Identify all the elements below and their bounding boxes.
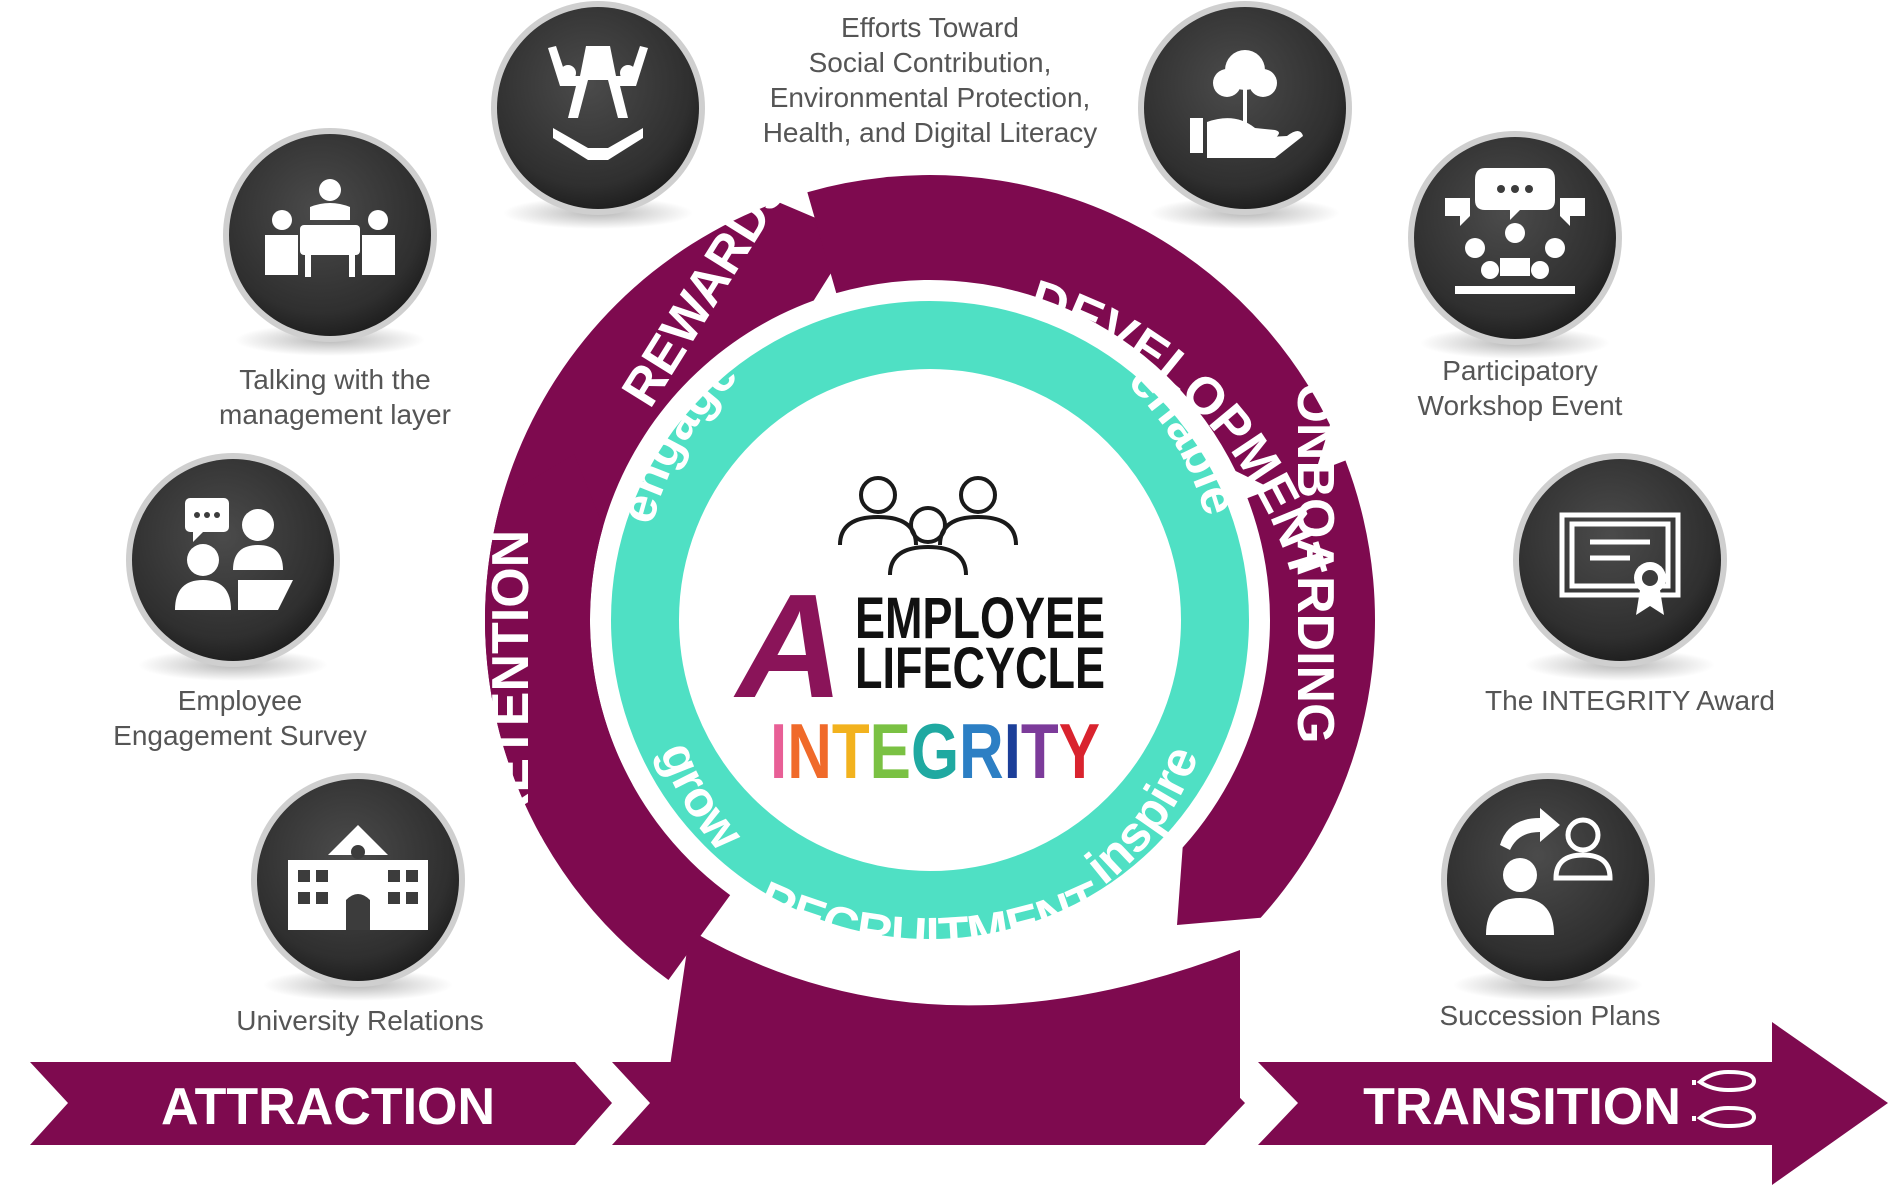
brand-letter: E: [870, 707, 911, 795]
caption-line: Environmental Protection,: [769, 82, 1091, 113]
caption-succession: Succession Plans: [1400, 998, 1700, 1033]
development-segment: [807, 175, 1330, 506]
stage-onboarding: ONBOARDING: [1286, 382, 1344, 743]
stage-retention: RETENTION: [482, 530, 540, 830]
brand-letter: Y: [1059, 707, 1100, 795]
succession-icon: [1441, 773, 1655, 987]
caption-line: Efforts Toward: [841, 12, 1019, 43]
caption-line: Talking with the: [239, 364, 431, 395]
caption-survey: Employee Engagement Survey: [90, 683, 390, 753]
celebrating-team-icon: [491, 1, 705, 215]
icon-circles: [126, 1, 1727, 1001]
people-group-icon: [838, 476, 1018, 576]
caption-line: management layer: [219, 399, 451, 430]
caption-line: Health, and Digital Literacy: [762, 117, 1098, 148]
brand-letter: T: [1021, 707, 1059, 795]
caption-award: The INTEGRITY Award: [1460, 683, 1800, 718]
title-lifecycle: LIFECYCLE: [855, 636, 1105, 701]
caption-line: Social Contribution,: [808, 47, 1052, 78]
logo-a: A: [733, 564, 844, 729]
caption-workshop: Participatory Workshop Event: [1370, 353, 1670, 423]
transition-label: TRANSITION: [1363, 1078, 1681, 1136]
title-employee: EMPLOYEE: [855, 586, 1105, 651]
attraction-arrow: [30, 1062, 612, 1145]
workshop-discussion-icon: [1408, 131, 1622, 345]
caption-line: Succession Plans: [1439, 1000, 1661, 1031]
integrity-brand: INTEGRITY: [770, 707, 1100, 795]
brand-letter: R: [959, 707, 1004, 795]
caption-line: University Relations: [236, 1005, 484, 1036]
caption-line: Workshop Event: [1417, 390, 1623, 421]
onboarding-segment: [1177, 460, 1375, 926]
inner-ring: [611, 301, 1249, 939]
center-panel: A EMPLOYEE LIFECYCLE INTEGRITY: [733, 476, 1105, 795]
caption-management: Talking with the management layer: [185, 362, 485, 432]
plant-in-hand-icon: [1138, 1, 1352, 215]
recruitment-segment: [665, 930, 1240, 1100]
brand-letter: T: [832, 707, 870, 795]
footprints-icon: [1692, 1069, 1757, 1129]
meeting-table-icon: [223, 128, 437, 342]
retention-segment: [484, 454, 731, 981]
university-building-icon: [251, 773, 465, 987]
attraction-label: ATTRACTION: [161, 1078, 495, 1136]
caption-line: Participatory: [1442, 355, 1598, 386]
certificate-award-icon: [1513, 453, 1727, 667]
transition-arrow: [1258, 1022, 1888, 1185]
caption-university: University Relations: [210, 1003, 510, 1038]
brand-letter: I: [1004, 707, 1021, 795]
caption-line: The INTEGRITY Award: [1485, 685, 1775, 716]
brand-letter: N: [787, 707, 832, 795]
caption-line: Employee: [177, 685, 303, 716]
survey-interview-icon: [126, 453, 340, 667]
outer-ring: [484, 175, 1375, 1100]
caption-line: Engagement Survey: [113, 720, 367, 751]
brand-letter: I: [770, 707, 787, 795]
brand-letter: G: [911, 707, 959, 795]
caption-top: Efforts Toward Social Contribution, Envi…: [750, 10, 1110, 150]
